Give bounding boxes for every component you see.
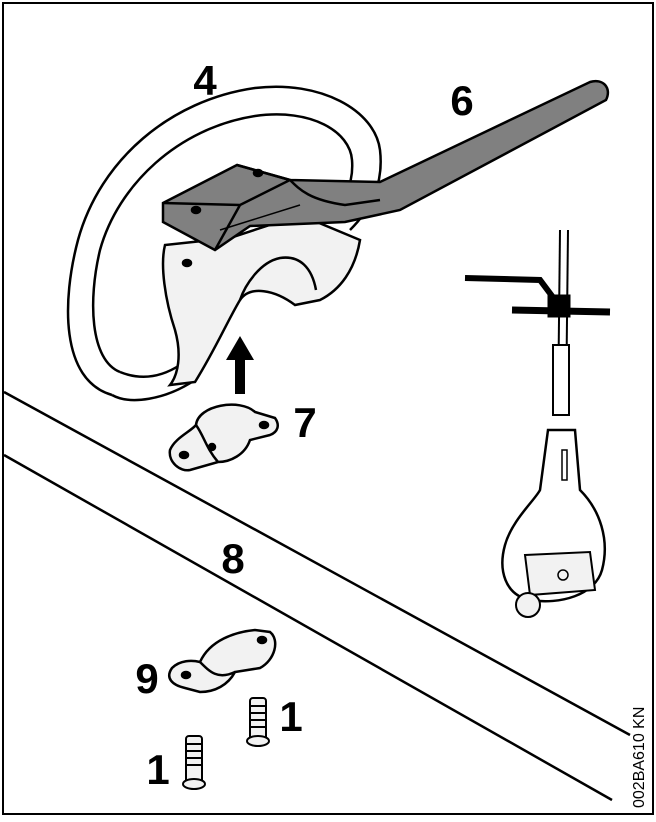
- callout-9: 9: [135, 655, 158, 702]
- loop-handle: [66, 85, 382, 402]
- screw-left: [182, 735, 206, 790]
- callout-1-right: 1: [279, 693, 302, 740]
- callout-7: 7: [293, 399, 316, 446]
- control-bar: [161, 79, 610, 252]
- callout-1-left: 1: [146, 746, 169, 793]
- callout-6: 6: [450, 77, 473, 124]
- screw-right: [246, 697, 270, 747]
- shaft-tube: [3, 390, 631, 802]
- handle-mount: [161, 213, 362, 387]
- lower-clamp: [168, 628, 277, 694]
- insert-arrow: [226, 336, 254, 394]
- trimmer-overview: [464, 229, 611, 618]
- callout-8: 8: [221, 535, 244, 582]
- image-code: 002BA610 KN: [631, 707, 648, 808]
- callout-4: 4: [193, 57, 217, 104]
- upper-clamp: [168, 403, 279, 472]
